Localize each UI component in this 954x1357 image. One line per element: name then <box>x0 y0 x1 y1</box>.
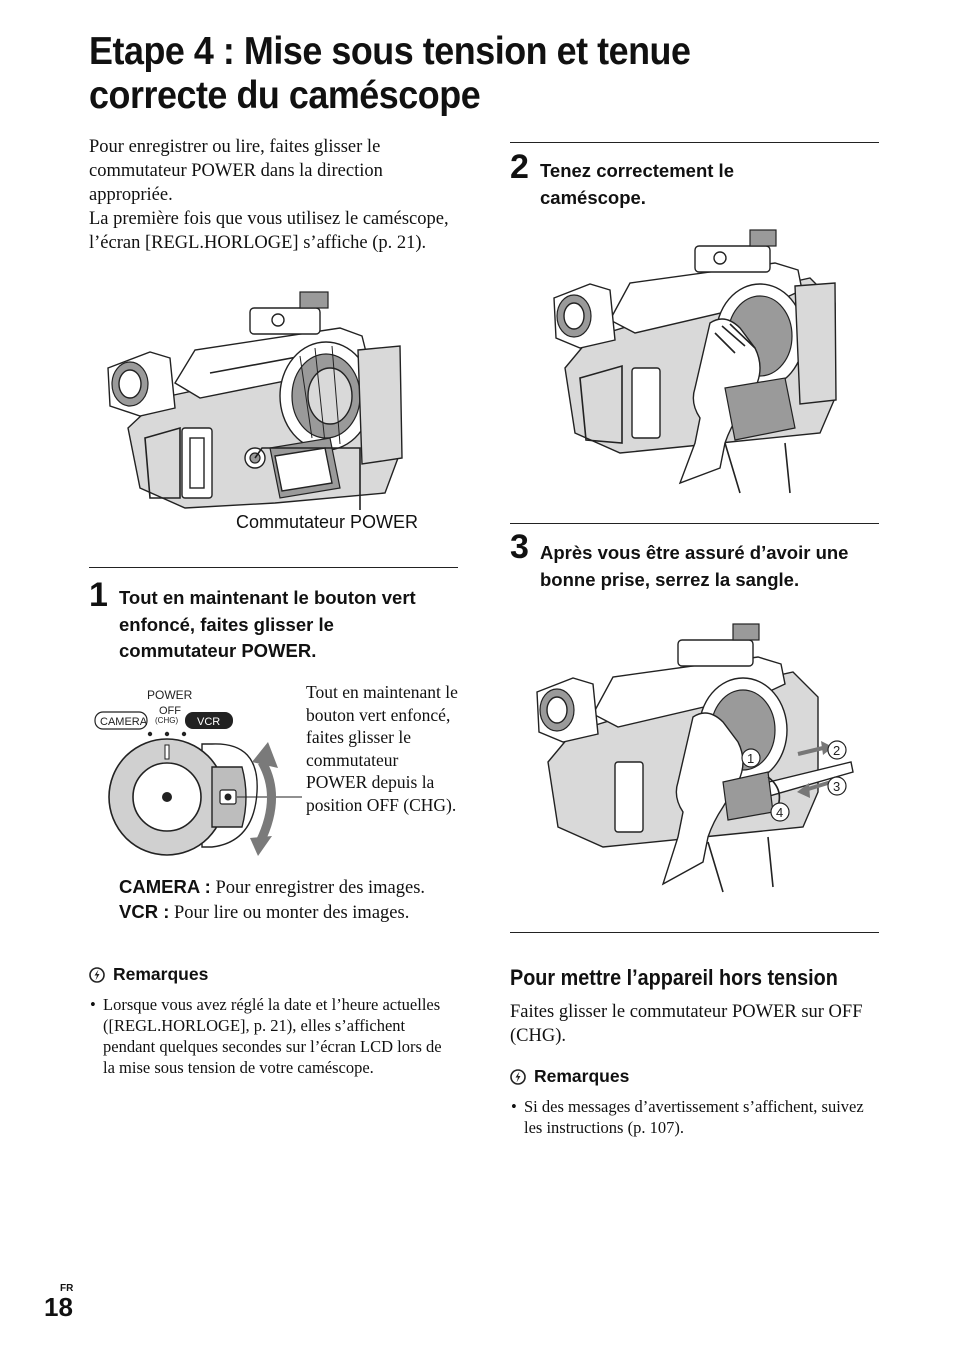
note-icon <box>510 1068 526 1085</box>
note-item: Si des messages d’avertissement s’affich… <box>511 1096 879 1138</box>
step-1-heading: Tout en maintenant le bouton vert enfonc… <box>119 587 416 661</box>
figure-label-power-switch: Commutateur POWER <box>236 512 419 532</box>
power-off-heading: Pour mettre l’appareil hors tension <box>510 965 838 990</box>
step-2-number: 2 <box>510 148 529 186</box>
note-icon <box>89 966 105 983</box>
callout-3: 3 <box>833 779 840 794</box>
dial-label-camera: CAMERA <box>100 716 148 728</box>
callout-4: 4 <box>776 805 783 820</box>
divider <box>510 523 879 524</box>
page-number: 18 <box>44 1292 73 1322</box>
step-1-side-text: Tout en maintenant le bouton vert enfonc… <box>306 682 458 815</box>
callout-1: 1 <box>747 751 754 766</box>
notes-list-left: Lorsque vous avez réglé la date et l’heu… <box>89 994 444 1078</box>
step-2-heading: Tenez correctement le caméscope. <box>540 160 734 208</box>
mode-vcr-label: VCR : <box>119 901 170 922</box>
power-dial-diagram: POWER OFF (CHG) CAMERA VCR <box>94 688 302 856</box>
step-3-number: 3 <box>510 528 529 566</box>
step-1-number: 1 <box>89 576 108 614</box>
callout-2: 2 <box>833 743 840 758</box>
dial-label-chg: (CHG) <box>155 716 178 725</box>
mode-camera: CAMERA : Pour enregistrer des images. <box>119 875 459 900</box>
page-language: FR <box>60 1283 74 1294</box>
power-off-text: Faites glisser le commutateur POWER sur … <box>510 1002 863 1046</box>
mode-camera-label: CAMERA : <box>119 876 211 897</box>
notes-heading-left-text: Remarques <box>113 964 209 984</box>
dial-label-vcr: VCR <box>197 716 220 728</box>
mode-vcr-text: Pour lire ou monter des images. <box>174 903 410 923</box>
dial-label-off: OFF <box>159 705 181 717</box>
intro-text: Pour enregistrer ou lire, faites glisser… <box>89 135 459 255</box>
mode-descriptions: CAMERA : Pour enregistrer des images. VC… <box>119 875 459 925</box>
dial-label-power: POWER <box>147 688 193 702</box>
divider <box>510 932 879 933</box>
intro-paragraph-1: Pour enregistrer ou lire, faites glisser… <box>89 137 383 205</box>
notes-list-right: Si des messages d’avertissement s’affich… <box>510 1096 879 1138</box>
intro-paragraph-2: La première fois que vous utilisez le ca… <box>89 209 449 253</box>
notes-heading-right-text: Remarques <box>534 1066 630 1086</box>
camcorder-figure-holding <box>553 229 837 494</box>
camcorder-figure-power-switch <box>107 291 403 510</box>
step-3-heading: Après vous être assuré d’avoir une bonne… <box>540 542 849 590</box>
page-title: Etape 4 : Mise sous tension et tenue cor… <box>89 30 691 117</box>
notes-heading-left: Remarques <box>89 964 208 985</box>
note-item: Lorsque vous avez réglé la date et l’heu… <box>90 994 444 1078</box>
camcorder-figure-strap: 1 2 3 4 <box>536 623 854 893</box>
divider <box>510 142 879 143</box>
divider <box>89 567 458 568</box>
mode-vcr: VCR : Pour lire ou monter des images. <box>119 900 459 925</box>
mode-camera-text: Pour enregistrer des images. <box>215 878 426 898</box>
notes-heading-right: Remarques <box>510 1066 629 1087</box>
